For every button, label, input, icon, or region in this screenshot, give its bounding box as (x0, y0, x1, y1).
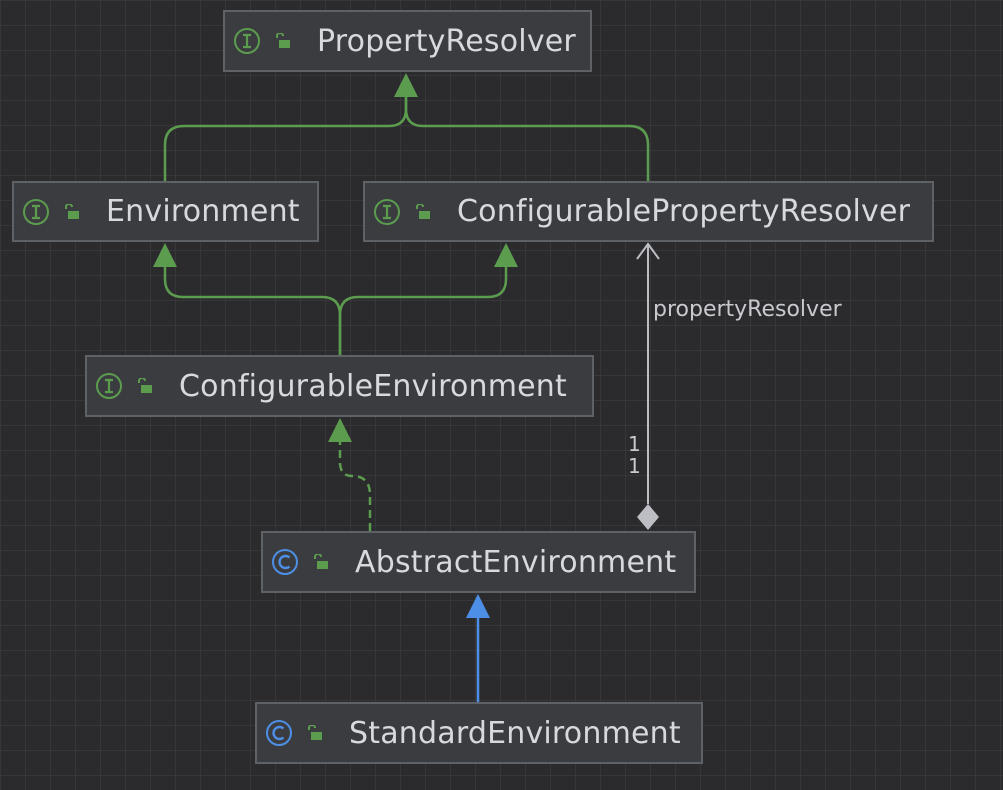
arrowhead-propertyresolver (394, 73, 418, 97)
public-visibility-icon (65, 203, 79, 219)
node-label: StandardEnvironment (349, 715, 681, 751)
public-visibility-icon (138, 378, 152, 393)
public-visibility-icon (308, 725, 322, 740)
interface-icon (23, 198, 49, 225)
arrowhead-configurablepropertyresolver (494, 243, 518, 267)
multiplicity-label: 1 (628, 454, 641, 478)
association-role-label: propertyResolver (653, 297, 842, 322)
edge-abstractenvironment-implements-configurableenvironment (338, 442, 372, 531)
node-configurableenvironment[interactable]: ConfigurableEnvironment (85, 355, 594, 417)
node-label: ConfigurablePropertyResolver (457, 194, 911, 229)
node-label: PropertyResolver (317, 23, 576, 59)
node-propertyresolver[interactable]: PropertyResolver (223, 10, 592, 72)
edge-configurableenvironment-extends-environment (163, 264, 342, 355)
node-label: AbstractEnvironment (355, 544, 677, 580)
interface-icon (234, 28, 260, 54)
edge-environment-extends-propertyresolver (163, 94, 408, 181)
edge-configurableenvironment-extends-configurablepropertyresolver (338, 264, 508, 355)
node-label: ConfigurableEnvironment (179, 368, 567, 404)
class-icon (272, 549, 298, 575)
node-standardenvironment[interactable]: StandardEnvironment (255, 702, 703, 764)
arrowhead-environment (153, 243, 177, 267)
edge-configurablepropertyresolver-extends-propertyresolver (404, 94, 650, 181)
arrowhead-abstractenvironment (466, 594, 490, 618)
node-label: Environment (106, 194, 300, 229)
arrowhead-configurableenvironment (328, 418, 352, 442)
multiplicity-label: 1 (628, 432, 641, 456)
interface-icon (374, 198, 400, 225)
open-arrowhead-configurablepropertyresolver (636, 242, 660, 260)
class-icon (266, 720, 292, 746)
public-visibility-icon (276, 33, 290, 48)
composition-diamond (637, 504, 659, 530)
public-visibility-icon (314, 554, 328, 569)
interface-icon (96, 373, 122, 399)
node-configurablepropertyresolver[interactable]: ConfigurablePropertyResolver (363, 181, 934, 242)
public-visibility-icon (416, 203, 430, 219)
node-environment[interactable]: Environment (12, 181, 319, 242)
node-abstractenvironment[interactable]: AbstractEnvironment (261, 531, 696, 593)
